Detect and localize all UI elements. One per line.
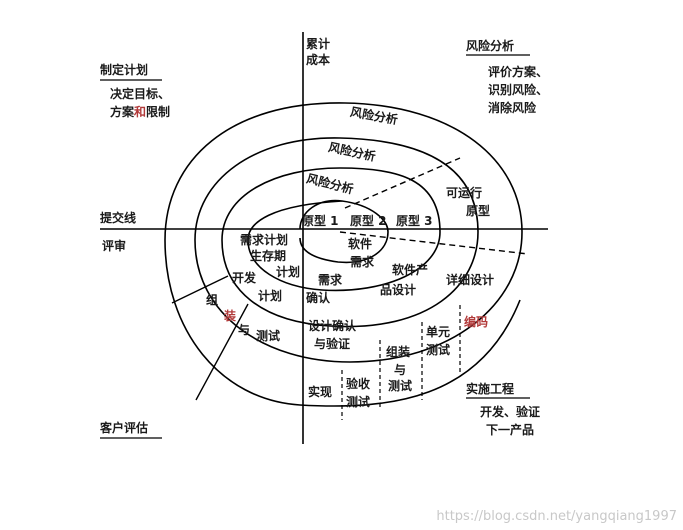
coding: 编码 (464, 315, 489, 329)
evaluation-title: 客户评估 (100, 421, 149, 435)
risk-title: 风险分析 (466, 39, 515, 53)
detail-design: 详细设计 (446, 273, 495, 287)
diagram-background (96, 28, 560, 446)
unit-test-1: 单元 (426, 325, 451, 339)
evaluation-line (195, 303, 249, 401)
risk-desc-3: 消除风险 (488, 101, 537, 115)
integ-test-2: 与 (394, 363, 407, 377)
engineering-desc-2: 下一产品 (486, 423, 535, 437)
dev-plan-line (171, 275, 229, 304)
planning-desc-2a: 方案 (110, 105, 135, 119)
integ-1: 组 (206, 293, 219, 307)
integ-test-3: 测试 (388, 379, 413, 393)
planning-title: 制定计划 (100, 63, 149, 77)
sw-req-1: 软件 (348, 237, 373, 251)
req-plan-1: 需求计划 (240, 233, 289, 247)
operational-prototype-1: 可运行 (446, 186, 483, 200)
integ-4: 测试 (256, 329, 281, 343)
prototype-3: 原型 3 (396, 214, 433, 228)
planning-desc-2: 方案和限制 (110, 104, 170, 120)
engineering-desc-1: 开发、验证 (480, 405, 541, 419)
cost-label-1: 累计 (306, 37, 331, 51)
integ-3: 与 (238, 323, 251, 337)
integ-2: 装 (224, 309, 237, 323)
planning-desc-2c: 限制 (146, 105, 171, 119)
engineering-title: 实施工程 (466, 382, 515, 396)
implementation: 实现 (308, 385, 333, 399)
acceptance-1: 验收 (346, 377, 371, 391)
design-verify-1: 设计确认 (308, 319, 357, 333)
dev-plan-2: 计划 (258, 289, 283, 303)
cost-label-2: 成本 (306, 53, 331, 67)
dashed-divider-upper (344, 157, 461, 209)
sw-req-2: 需求 (350, 255, 375, 269)
req-conf-1: 需求 (318, 273, 343, 287)
review-label: 评审 (102, 239, 127, 253)
product-design-1: 软件产 (392, 263, 429, 277)
prototype-1: 原型 1 (302, 214, 339, 228)
req-plan-2: 生存期 (250, 249, 287, 263)
risk-desc-1: 评价方案、 (488, 65, 549, 79)
req-plan-3: 计划 (276, 265, 301, 279)
dashed-divider-lower (339, 231, 529, 255)
req-conf-2: 确认 (306, 291, 331, 305)
dev-plan-1: 开发 (232, 271, 257, 285)
planning-desc-1: 决定目标、 (110, 87, 171, 101)
integ-test-1: 组装 (386, 345, 411, 359)
unit-test-2: 测试 (426, 343, 451, 357)
acceptance-2: 测试 (346, 395, 371, 409)
product-design-2: 品设计 (380, 283, 417, 297)
spiral-path (164, 102, 523, 407)
commit-label: 提交线 (100, 211, 137, 225)
planning-desc-2b: 和 (134, 105, 147, 119)
watermark: https://blog.csdn.net/yangqiang1997 (436, 509, 677, 524)
risk-desc-2: 识别风险、 (488, 83, 549, 97)
design-verify-2: 与验证 (314, 337, 351, 351)
prototype-2: 原型 2 (350, 214, 387, 228)
operational-prototype-2: 原型 (466, 204, 491, 218)
